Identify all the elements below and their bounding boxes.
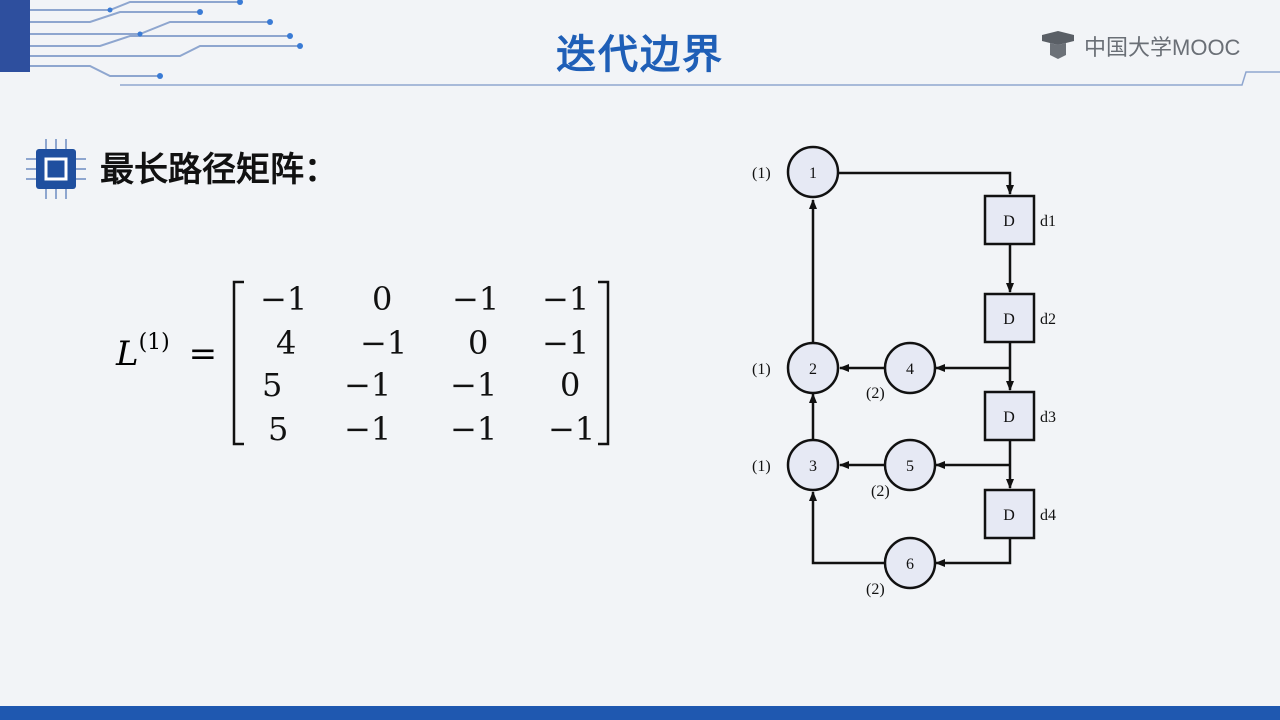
delay-d1-label: D (1003, 213, 1015, 230)
matrix-brackets (232, 280, 610, 446)
node-3-label: 3 (809, 458, 817, 475)
matrix-cell: −1 (450, 366, 498, 404)
edge-6-to-3 (809, 491, 886, 565)
circuit-decoration (0, 0, 303, 79)
node-5-weight: (2) (871, 483, 890, 500)
matrix-label: L(1) = (116, 330, 218, 374)
matrix-cell: 0 (560, 366, 581, 404)
edge-1-to-d1 (838, 171, 1014, 195)
longest-path-matrix: −1 0 −1 −1 4 −1 0 −1 5 −1 −1 0 5 −1 −1 −… (230, 280, 614, 448)
slide-title: 迭代边界 (556, 32, 724, 78)
matrix-cell: −1 (542, 324, 590, 362)
dfg-diagram: 1 2 3 4 5 6 D D D D d1 d2 d3 d4 (1) (1) … (752, 145, 1056, 598)
edge-d4-to-6 (935, 538, 1012, 567)
section-heading: 最长路径矩阵： (100, 150, 338, 190)
matrix-cell: −1 (548, 410, 596, 448)
matrix-cell: −1 (450, 410, 498, 448)
matrix-cell: −1 (452, 280, 500, 318)
footer-bar (0, 706, 1280, 720)
delay-d3-name: d3 (1040, 409, 1056, 426)
node-3-weight: (1) (752, 458, 771, 475)
node-2-label: 2 (809, 361, 817, 378)
matrix-cell: −1 (344, 410, 392, 448)
equals-sign: = (188, 334, 218, 374)
matrix-cell: 5 (268, 410, 289, 448)
matrix-cell: −1 (344, 366, 392, 404)
node-3 (786, 438, 840, 492)
delay-d2-name: d2 (1040, 311, 1056, 328)
delay-d3-label: D (1003, 409, 1015, 426)
node-1-weight: (1) (752, 165, 771, 182)
matrix-cell: 0 (372, 280, 393, 318)
delay-d1 (983, 194, 1036, 246)
node-6-label: 6 (906, 556, 914, 573)
node-4-weight: (2) (866, 385, 885, 402)
matrix-cell: −1 (360, 324, 408, 362)
matrix-superscript: (1) (138, 330, 170, 355)
node-1 (786, 145, 840, 199)
node-1-label: 1 (809, 165, 817, 182)
delay-d2-label: D (1003, 311, 1015, 328)
mooc-logo: 中国大学MOOC (1042, 30, 1240, 62)
delay-d4-name: d4 (1040, 507, 1056, 524)
node-5-label: 5 (906, 458, 914, 475)
matrix-cell: 5 (262, 366, 283, 404)
delay-d1-name: d1 (1040, 213, 1056, 230)
mooc-logo-text: 中国大学MOOC (1084, 35, 1241, 60)
matrix-cell: 4 (276, 324, 297, 362)
matrix-cell: −1 (260, 280, 308, 318)
mooc-logo-icon (1042, 31, 1074, 59)
node-4 (883, 341, 937, 395)
node-6-weight: (2) (866, 581, 885, 598)
delay-d2 (983, 292, 1036, 344)
node-2-weight: (1) (752, 361, 771, 378)
header-rule (120, 71, 1280, 86)
delay-d4 (983, 488, 1036, 540)
matrix-cell: 0 (468, 324, 489, 362)
matrix-symbol: L (116, 334, 139, 374)
node-5 (883, 438, 937, 492)
delay-d4-label: D (1003, 507, 1015, 524)
node-6 (883, 536, 937, 590)
delay-d3 (983, 390, 1036, 442)
matrix-cell: −1 (542, 280, 590, 318)
node-2 (786, 341, 840, 395)
node-4-label: 4 (906, 361, 914, 378)
chip-icon (26, 139, 86, 199)
